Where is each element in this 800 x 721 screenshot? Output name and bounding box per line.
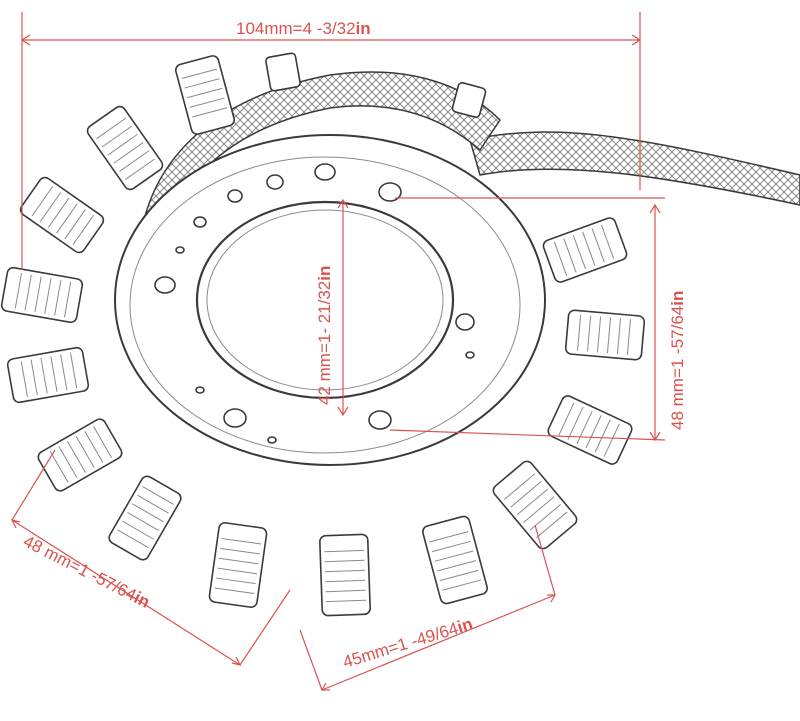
bolt-holes — [154, 163, 475, 444]
coil-pole — [174, 55, 236, 135]
outer-width-label: 104mm=4 -3/32in — [236, 19, 371, 38]
coil-pole — [422, 515, 488, 605]
right-height-label: 48 mm=1 -57/64in — [668, 291, 687, 430]
coil-pole — [108, 475, 182, 561]
coil-poles — [0, 55, 646, 617]
coil-pole — [547, 395, 633, 465]
coil-pole — [19, 176, 105, 254]
pitch-unit: in — [455, 614, 475, 637]
outer-width-value: 104mm=4 -3/32 — [236, 19, 356, 38]
inner-bore-label: 42 mm=1- 21/32in — [315, 266, 334, 405]
stator-core — [114, 134, 546, 466]
coil-pole — [37, 418, 123, 492]
inner-bore-value: 42 mm=1- 21/32 — [315, 281, 334, 405]
right-height-unit: in — [668, 291, 687, 306]
coil-pole — [319, 533, 371, 617]
coil-pole — [6, 346, 90, 404]
cable-ties — [265, 52, 487, 119]
coil-pole — [0, 266, 84, 324]
coil-pole — [492, 460, 578, 550]
inner-bore-unit: in — [315, 266, 334, 281]
outer-width-unit: in — [356, 19, 371, 38]
pitch-label: 45mm=1 -49/64in — [341, 614, 475, 672]
right-height-value: 48 mm=1 -57/64 — [668, 306, 687, 430]
dimension-lines — [10, 12, 666, 691]
coil-pole — [542, 217, 628, 283]
coil-pole — [208, 522, 268, 608]
coil-pole — [564, 309, 646, 361]
pitch-value: 45mm=1 -49/64 — [341, 619, 461, 672]
coil-pole — [86, 105, 164, 191]
